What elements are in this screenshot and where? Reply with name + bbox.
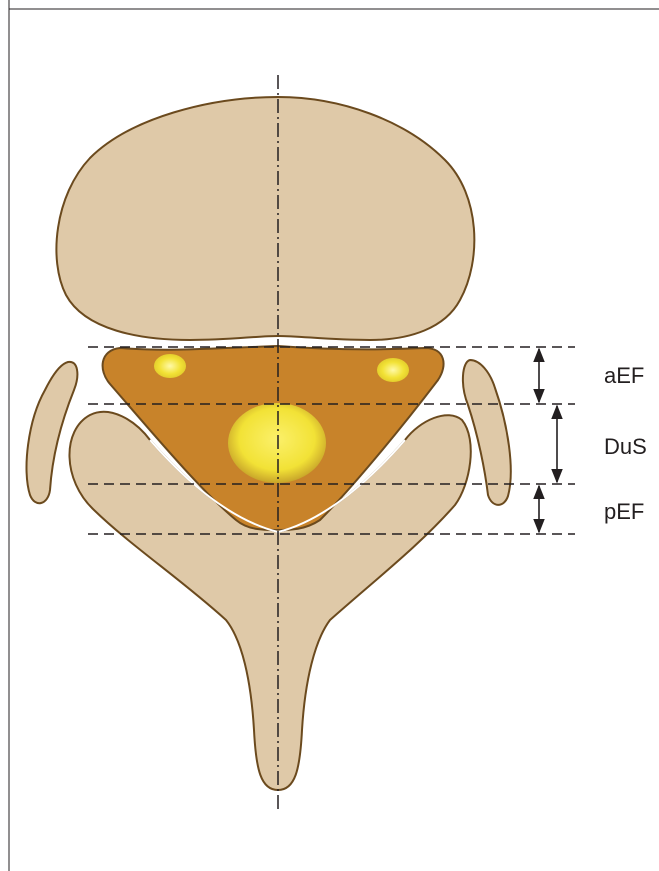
right-facet (463, 360, 511, 505)
left-nerve-root (154, 354, 186, 378)
right-nerve-root (377, 358, 409, 382)
left-facet (26, 362, 77, 503)
aEF-label: aEF (604, 363, 644, 388)
dural-sac (228, 403, 326, 483)
DuS-label: DuS (604, 434, 647, 459)
vertebral-body (56, 97, 474, 340)
pEF-label: pEF (604, 499, 644, 524)
